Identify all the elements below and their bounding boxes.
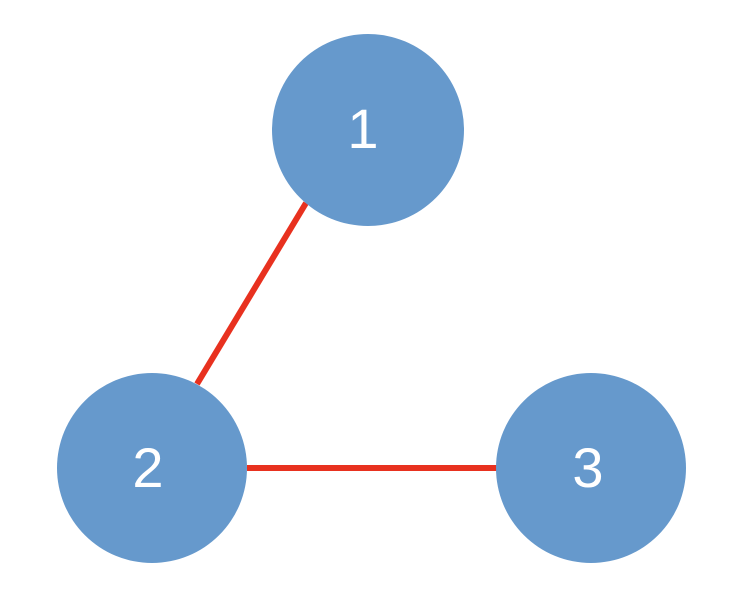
node-circle-2[interactable]	[57, 373, 247, 563]
node-layer: 1 2 3	[57, 34, 686, 563]
node-label-3: 3	[572, 436, 603, 499]
edge-1-2[interactable]	[194, 201, 309, 386]
graph-node-1[interactable]: 1	[272, 34, 464, 226]
node-circle-1[interactable]	[272, 34, 464, 226]
node-label-2: 2	[132, 436, 163, 499]
graph-node-2[interactable]: 2	[57, 373, 247, 563]
node-label-1: 1	[347, 97, 378, 160]
graph-node-3[interactable]: 3	[496, 373, 686, 563]
node-circle-3[interactable]	[496, 373, 686, 563]
edge-layer	[194, 201, 497, 471]
